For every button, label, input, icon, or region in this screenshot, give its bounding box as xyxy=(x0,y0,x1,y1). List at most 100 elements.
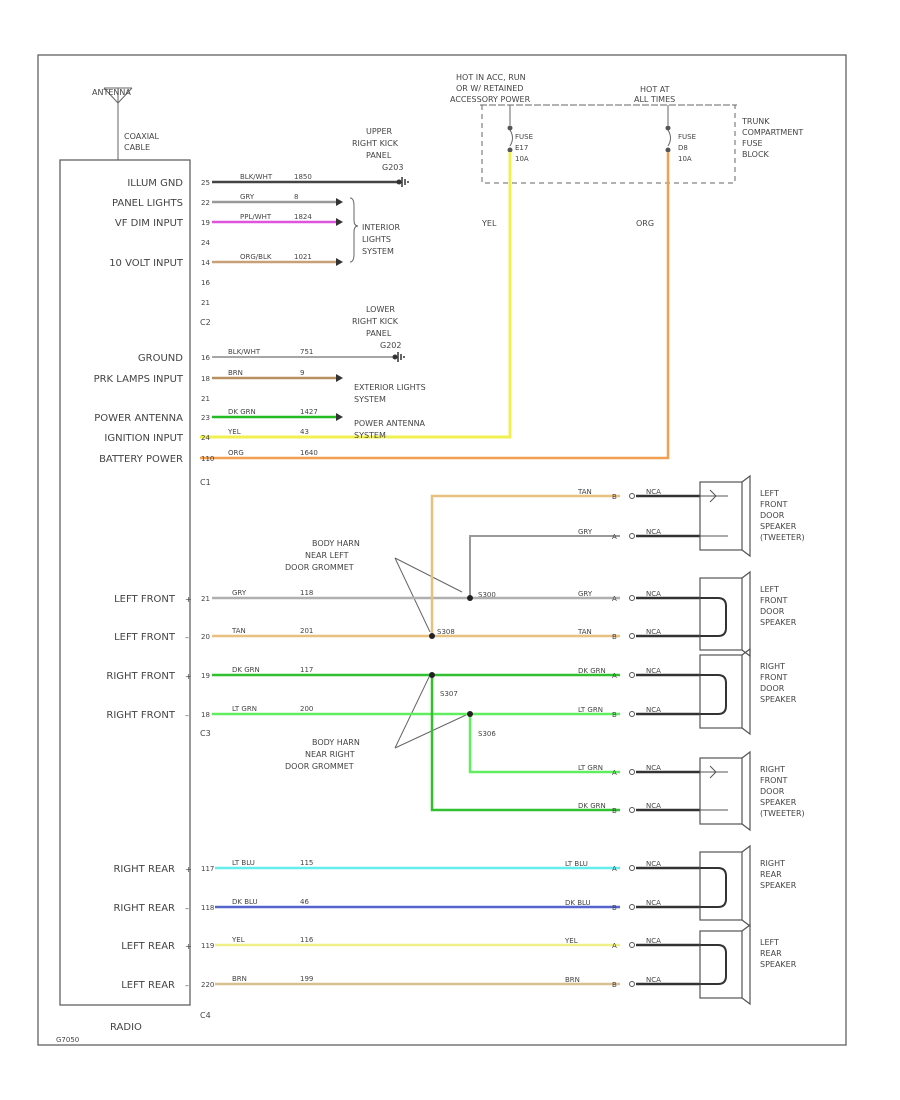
c2-wire-circuit-1: 8 xyxy=(294,193,298,201)
svg-text:10A: 10A xyxy=(678,155,692,163)
c1-pin-label-5: BATTERY POWER xyxy=(99,454,183,465)
spk-pin-5: B xyxy=(612,711,617,719)
antenna-icon xyxy=(103,87,133,160)
c2-arrow-icon-4 xyxy=(336,258,343,266)
spk-wire-color-2: GRY xyxy=(578,590,593,598)
splice-dot-0 xyxy=(467,595,473,601)
svg-text:FUSE: FUSE xyxy=(515,133,533,141)
front-wire-color-3: LT GRN xyxy=(232,705,257,713)
c2-pin-num-3: 24 xyxy=(201,239,210,247)
battery-feed-wire xyxy=(200,152,670,460)
front-channel-label-0: LEFT FRONT xyxy=(114,594,176,605)
rear-end-color-0: LT BLU xyxy=(565,860,588,868)
svg-text:G203: G203 xyxy=(382,163,403,172)
rear-wire-circuit-2: 116 xyxy=(300,936,314,944)
c1-wire-color-4: YEL xyxy=(227,428,241,436)
speaker-label-4-1: REAR xyxy=(760,870,782,879)
c2-wire-color-4: ORG/BLK xyxy=(240,253,272,261)
c1-wire-circuit-1: 9 xyxy=(300,369,304,377)
splice-dot-2 xyxy=(429,672,435,678)
svg-text:PANEL: PANEL xyxy=(366,151,392,160)
spk-terminal-3 xyxy=(629,633,635,639)
rear-connector-code-1: NCA xyxy=(646,899,661,907)
rear-end-color-3: BRN xyxy=(565,976,580,984)
c1-pin-num-0: 16 xyxy=(201,354,210,362)
rear-wire-circuit-0: 115 xyxy=(300,859,313,867)
spk-wire-color-6: LT GRN xyxy=(578,764,603,772)
svg-text:ACCESSORY POWER: ACCESSORY POWER xyxy=(450,95,531,104)
gry-tweeter-branch xyxy=(469,535,620,598)
radio-unit xyxy=(59,159,191,1006)
spk-terminal-0 xyxy=(629,493,635,499)
c1-pin-num-3: 23 xyxy=(201,414,210,422)
c1-pin-num-4: 24 xyxy=(201,434,210,442)
front-wire-color-1: TAN xyxy=(231,627,246,635)
svg-text:ALL TIMES: ALL TIMES xyxy=(634,95,675,104)
speaker-icon-1 xyxy=(699,570,751,658)
spk-pin-1: A xyxy=(612,533,617,541)
speaker-label-1-2: DOOR xyxy=(760,607,785,616)
speaker-icon-3 xyxy=(699,750,751,832)
front-channel-label-1: LEFT FRONT xyxy=(114,632,176,643)
c2-pin-num-6: 21 xyxy=(201,299,210,307)
rear-terminal-2 xyxy=(629,942,635,948)
svg-text:FUSE: FUSE xyxy=(678,133,696,141)
c1-arrow-icon-1 xyxy=(336,374,343,382)
speaker-icon-2 xyxy=(699,647,751,736)
c2-wire-circuit-4: 1021 xyxy=(294,253,312,261)
spk-connector-code-7: NCA xyxy=(646,802,661,810)
front-pin-num-1: 20 xyxy=(201,633,210,641)
svg-text:FUSE: FUSE xyxy=(742,139,763,148)
speaker-label-5-0: LEFT xyxy=(760,938,779,947)
svg-text:BLOCK: BLOCK xyxy=(742,150,770,159)
splice-s306-label: S306 xyxy=(478,730,496,738)
rear-channel-sign-3: – xyxy=(185,981,189,990)
svg-text:COMPARTMENT: COMPARTMENT xyxy=(742,128,803,137)
wire-org-label: ORG xyxy=(636,219,654,228)
speaker-label-3-0: RIGHT xyxy=(760,765,785,774)
speaker-label-2-3: SPEAKER xyxy=(760,695,797,704)
rear-channel-label-0: RIGHT REAR xyxy=(113,864,175,875)
rear-channel-sign-2: + xyxy=(185,942,192,951)
speaker-label-5-1: REAR xyxy=(760,949,782,958)
c2-pin-num-1: 22 xyxy=(201,199,210,207)
spk-wire-color-0: TAN xyxy=(577,488,592,496)
svg-text:D8: D8 xyxy=(678,144,688,152)
svg-text:DOOR GROMMET: DOOR GROMMET xyxy=(285,762,354,771)
speaker-label-4-2: SPEAKER xyxy=(760,881,797,890)
speaker-label-3-3: SPEAKER xyxy=(760,798,797,807)
front-pin-num-3: 18 xyxy=(201,711,210,719)
fuse-block: HOT IN ACC, RUN OR W/ RETAINED ACCESSORY… xyxy=(450,73,803,228)
c1-pin-num-1: 18 xyxy=(201,375,210,383)
spk-wire-color-1: GRY xyxy=(578,528,593,536)
connector-c3-label: C3 xyxy=(200,729,211,738)
rear-terminal-0 xyxy=(629,865,635,871)
rear-connector-code-3: NCA xyxy=(646,976,661,984)
rear-pin-num-1: 118 xyxy=(201,904,214,912)
svg-text:OR W/ RETAINED: OR W/ RETAINED xyxy=(456,84,523,93)
splice-note-right: BODY HARN NEAR RIGHT DOOR GROMMET xyxy=(285,674,467,771)
c2-arrow-icon-2 xyxy=(336,218,343,226)
connector-c2-label: C2 xyxy=(200,318,211,327)
c1-wire-color-1: BRN xyxy=(228,369,243,377)
splice-s308-label: S308 xyxy=(437,628,455,636)
spk-connector-code-3: NCA xyxy=(646,628,661,636)
front-channel-sign-0: + xyxy=(185,595,192,604)
front-wire-circuit-0: 118 xyxy=(300,589,313,597)
svg-text:RIGHT KICK: RIGHT KICK xyxy=(352,139,399,148)
speaker-label-1-3: SPEAKER xyxy=(760,618,797,627)
splice-dot-3 xyxy=(467,711,473,717)
c2-pin-num-4: 14 xyxy=(201,259,210,267)
c2-pin-label-4: 10 VOLT INPUT xyxy=(109,258,184,269)
svg-text:10A: 10A xyxy=(515,155,529,163)
speaker-label-0-2: DOOR xyxy=(760,511,785,520)
c2-wire-circuit-0: 1850 xyxy=(294,173,312,181)
front-channel-label-2: RIGHT FRONT xyxy=(106,671,176,682)
speaker-label-3-1: FRONT xyxy=(760,776,787,785)
splice-dot-1 xyxy=(429,633,435,639)
spk-pin-0: B xyxy=(612,493,617,501)
svg-text:LIGHTS: LIGHTS xyxy=(362,235,391,244)
rear-wire-color-3: BRN xyxy=(232,975,247,983)
rear-wire-circuit-1: 46 xyxy=(300,898,309,906)
